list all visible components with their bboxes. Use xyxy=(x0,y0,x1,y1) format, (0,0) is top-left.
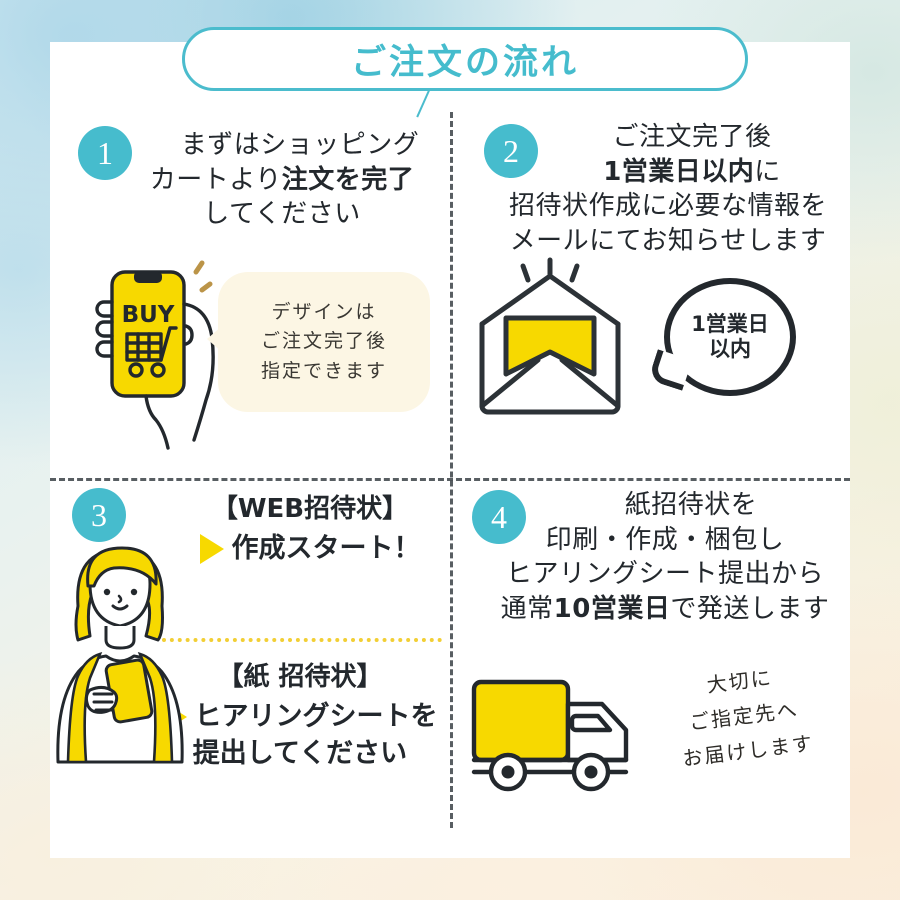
svg-text:BUY: BUY xyxy=(122,302,175,328)
step-2-line-4: メールにてお知らせします xyxy=(509,225,827,256)
step-3-web-block: 【WEB招待状】 作成スタート！ xyxy=(170,488,450,566)
step-1-note-line-3: 指定できます xyxy=(260,359,387,382)
mouth xyxy=(111,604,129,611)
step-2-callout-line-1: 1営業日 xyxy=(691,311,769,336)
hand xyxy=(84,685,119,714)
step-4-headline: 紙招待状を 印刷・作成・梱包し ヒアリングシート提出から 通常10営業日で発送し… xyxy=(480,488,850,626)
eyes xyxy=(103,588,138,596)
woman-with-smartphone-icon xyxy=(56,546,184,764)
hand-holding-phone-icon: BUY xyxy=(95,260,215,450)
step-3-paper-block: 【紙 招待状】 ヒアリングシートを 提出してください xyxy=(150,656,450,771)
step-4-line-4-bold: 10営業日 xyxy=(553,593,671,624)
step-2-illustration-area: 1営業日 以内 xyxy=(468,257,850,464)
strap-right xyxy=(137,652,174,764)
step-1-line-3: してください xyxy=(203,199,361,230)
step-4-line-4-suffix: で発送します xyxy=(670,593,830,624)
step-1-line-2-plain: カートより xyxy=(149,164,282,195)
step-3-web-arrow-row: 作成スタート！ xyxy=(170,531,450,566)
step-3-paper-title: 【紙 招待状】 xyxy=(217,662,383,692)
step-2-line-1: ご注文完了後 xyxy=(612,122,772,152)
shine-marks xyxy=(520,257,580,283)
step-4-line-1: 紙招待状を xyxy=(624,490,758,520)
cart-icon xyxy=(125,326,178,378)
triangle-bullet-icon xyxy=(199,533,224,564)
step-3-paper-arrow-row: ヒアリングシートを xyxy=(150,699,450,734)
letter-shape xyxy=(503,315,597,377)
step-4-line-3: ヒアリングシート提出から xyxy=(505,559,824,590)
step-4-line-4-plain: 通常 xyxy=(500,593,554,624)
steps-grid: 1 まずはショッピング カートより注文を完了 してください xyxy=(50,104,850,858)
step-2-number: 2 xyxy=(484,124,538,178)
step-2: 2 ご注文完了後 1営業日以内に 招待状作成に必要な情報を メールにてお知らせし… xyxy=(450,104,850,478)
fringe xyxy=(86,546,158,588)
step-1-number: 1 xyxy=(78,126,132,180)
step-4-line-4: 通常10営業日で発送します xyxy=(480,592,850,627)
open-envelope-icon xyxy=(479,257,621,415)
buy-label: BUY xyxy=(122,302,175,328)
step-3-number: 3 xyxy=(72,488,126,542)
step-3-paper-action-2: 提出してください xyxy=(192,738,408,770)
step-3-web-title: 【WEB招待状】 xyxy=(211,494,409,524)
step-4-handwriting: 大切に ご指定先へ お届けします xyxy=(672,656,816,776)
step-3-paper-action-1: ヒアリングシートを xyxy=(194,701,438,732)
step-1-note-line-1: デザインは xyxy=(271,300,377,323)
step-2-line-2-bold: 1営業日以内 xyxy=(603,156,755,187)
step-4-number: 4 xyxy=(472,490,526,544)
step-2-line-2-suffix: に xyxy=(754,156,781,187)
step-1: 1 まずはショッピング カートより注文を完了 してください xyxy=(50,104,450,478)
step-3-illustration-area xyxy=(50,540,190,770)
sparkle-lines xyxy=(193,260,213,293)
page-title-badge: ご注文の流れ xyxy=(182,27,748,91)
neck xyxy=(104,626,136,650)
truck-wheels xyxy=(488,752,611,792)
step-1-headline: まずはショッピング カートより注文を完了 してください xyxy=(114,128,450,232)
step-3: 3 【WEB招待状】 作成スタート！ 【紙 招待状】 ヒアリングシートを 提出し… xyxy=(50,478,450,858)
step-3-dotted-divider xyxy=(162,638,442,642)
nose xyxy=(117,594,123,604)
step-4-line-2: 印刷・作成・梱包し xyxy=(545,524,785,555)
step-3-web-action: 作成スタート！ xyxy=(231,533,421,564)
step-1-note-line-2: ご注文完了後 xyxy=(260,330,387,353)
step-2-headline: ご注文完了後 1営業日以内に 招待状作成に必要な情報を メールにてお知らせします xyxy=(486,120,850,258)
vertical-divider xyxy=(450,112,453,828)
delivery-truck-icon xyxy=(471,679,629,792)
step-4: 4 紙招待状を 印刷・作成・梱包し ヒアリングシート提出から 通常10営業日で発… xyxy=(450,478,850,858)
page-title: ご注文の流れ xyxy=(350,42,579,83)
step-1-illustration-area: BUY デザインは ご注文完了後 指定できます xyxy=(90,260,450,454)
step-1-line-2: カートより注文を完了 xyxy=(114,163,450,198)
step-2-line-3: 招待状作成に必要な情報を xyxy=(508,191,827,222)
step-1-note-text: デザインは ご注文完了後 指定できます xyxy=(261,298,387,386)
step-4-illustration-area: 大切に ご指定先へ お届けします xyxy=(466,660,850,820)
step-2-line-2: 1営業日以内に xyxy=(486,155,850,190)
step-2-callout-line-2: 以内 xyxy=(709,337,751,361)
step-1-note-bubble: デザインは ご注文完了後 指定できます xyxy=(207,272,430,412)
step-1-line-1: まずはショッピング xyxy=(180,130,420,160)
step-2-callout-bubble: 1営業日 以内 xyxy=(664,278,796,396)
step-1-line-2-bold: 注文を完了 xyxy=(281,164,415,195)
